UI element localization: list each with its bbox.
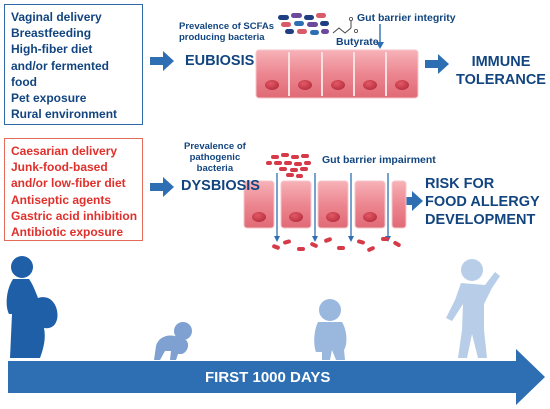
beneficial-bacteria-cluster [278, 13, 329, 35]
factor-item: Vaginal delivery [11, 10, 102, 24]
factor-item: Antibiotic exposure [11, 225, 124, 240]
crawling-baby-silhouette [154, 322, 192, 360]
factor-item: Breastfeeding [11, 26, 92, 41]
translocated-bacteria [272, 237, 401, 252]
factor-item: High-fiber diet [11, 42, 93, 57]
immune-tolerance-label: IMMUNE TOLERANCE [456, 54, 546, 88]
pathogenic-bacteria-cluster [266, 153, 311, 178]
pregnant-woman-silhouette [6, 256, 58, 358]
factor-item: Rural environment [11, 107, 118, 122]
dysbiosis-state-label: DYSBIOSIS [181, 178, 260, 194]
arrow-to-tolerance [425, 54, 449, 74]
arrow-to-dysbiosis [150, 177, 174, 197]
factor-item: Gastric acid inhibition [11, 208, 138, 223]
factor-item: Caesarian delivery [11, 144, 118, 158]
factor-item: Antiseptic agents [11, 192, 112, 207]
factor-item: Pet exposure [11, 91, 87, 106]
barrier-impairment-label: Gut barrier impairment [322, 154, 436, 166]
butyrate-label: Butyrate [336, 36, 379, 48]
timeline-label: FIRST 1000 DAYS [205, 369, 331, 386]
eubiosis-factors-box: Vaginal delivery Breastfeeding High-fibe… [4, 4, 143, 125]
timeline-arrow [8, 349, 545, 405]
impaired-epithelium [243, 180, 407, 229]
factor-item: and/or fermented [11, 58, 110, 73]
barrier-leak-arrows [274, 173, 391, 242]
barrier-integrity-label: Gut barrier integrity [357, 12, 456, 24]
eubiosis-state-label: EUBIOSIS [185, 53, 255, 69]
intact-epithelium [255, 49, 419, 99]
butyrate-molecule [332, 27, 352, 34]
food-allergy-risk-label: RISK FOR FOOD ALLERGY DEVELOPMENT [425, 176, 540, 228]
factor-item: and/or low-fiber diet [11, 176, 126, 191]
arrow-to-allergy-risk [399, 191, 423, 211]
toddler-silhouette [314, 299, 347, 360]
factor-item: Junk-food-based [11, 160, 108, 175]
eubiosis-bacteria-note: Prevalence of SCFAs producing bacteria [179, 21, 275, 43]
child-silhouette [446, 259, 500, 358]
dysbiosis-bacteria-note: Prevalence of pathogenic bacteria [184, 141, 246, 174]
arrow-to-eubiosis [150, 51, 174, 71]
dysbiosis-factors-box: Caesarian delivery Junk-food-based and/o… [4, 138, 143, 241]
factor-item: food [11, 74, 37, 89]
